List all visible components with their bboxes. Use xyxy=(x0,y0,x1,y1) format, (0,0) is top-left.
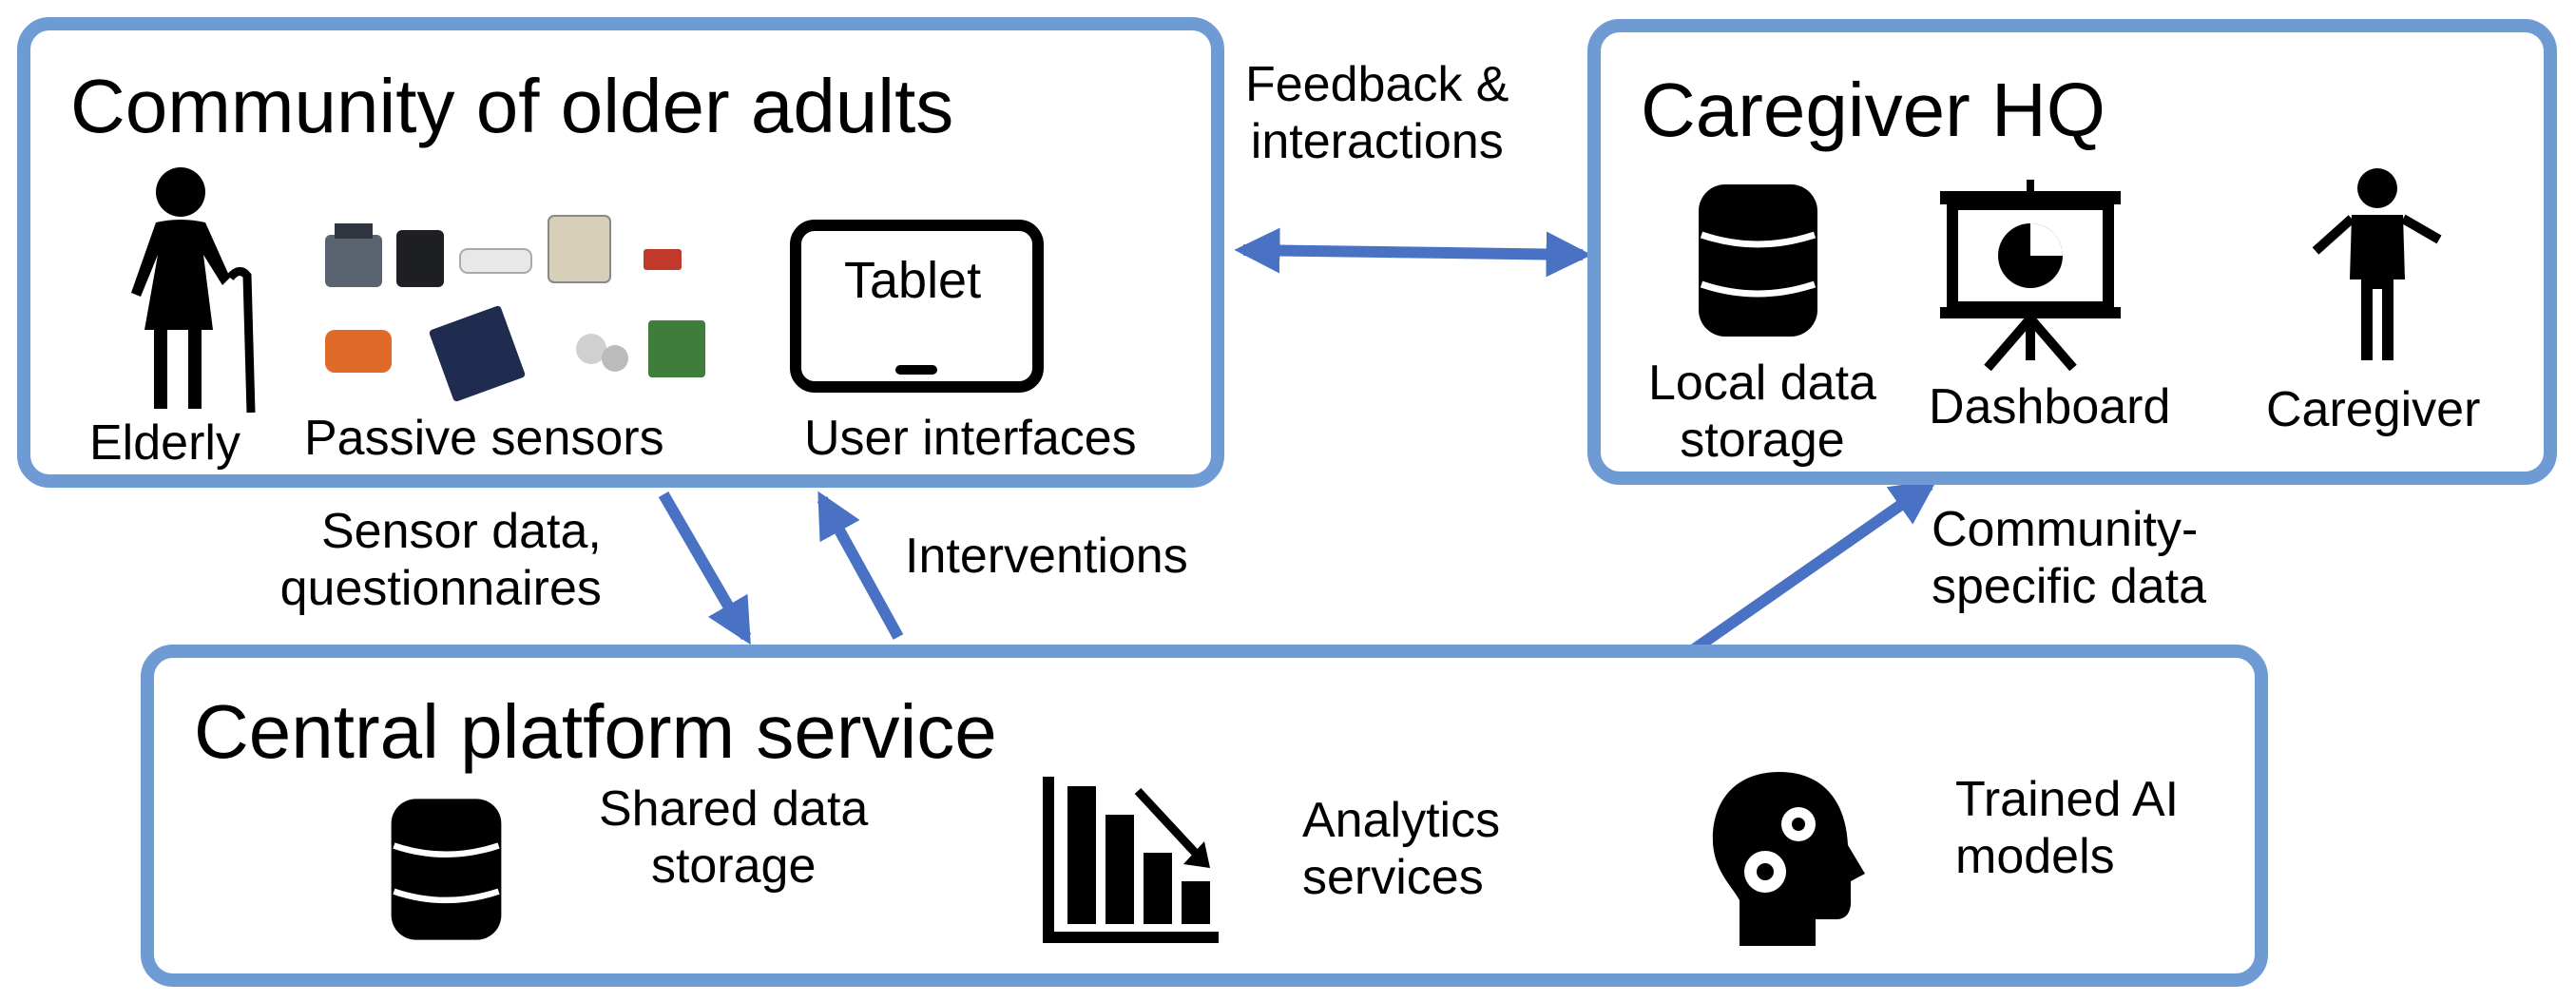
shared-storage-line1: Shared data xyxy=(599,781,869,837)
local-storage-line1: Local data xyxy=(1648,356,1876,411)
central-title: Central platform service xyxy=(194,689,997,774)
dashboard-presentation-icon xyxy=(1940,180,2121,372)
interventions-label: Interventions xyxy=(905,529,1188,584)
tablet-text: Tablet xyxy=(844,252,982,309)
community-line2: specific data xyxy=(1932,558,2207,614)
ai-models-label: Trained AI models xyxy=(1955,772,2179,886)
shared-storage-line2: storage xyxy=(650,838,817,894)
ai-line2: models xyxy=(1955,828,2115,884)
caregiver-hq-title: Caregiver HQ xyxy=(1641,67,2106,152)
caregiver-label: Caregiver xyxy=(2266,382,2481,437)
bar-chart-decline-icon xyxy=(1043,777,1219,943)
ui-label: User interfaces xyxy=(804,411,1137,466)
head-gears-icon xyxy=(1712,772,1865,946)
feedback-line1: Feedback & xyxy=(1245,57,1509,112)
sensor-data-arrow xyxy=(658,491,752,646)
sensor-devices-icon xyxy=(325,215,705,402)
community-line1: Community- xyxy=(1932,502,2199,557)
feedback-line2: interactions xyxy=(1250,113,1504,169)
community-data-label: Community- specific data xyxy=(1932,502,2206,616)
analytics-line2: services xyxy=(1302,849,1484,905)
caregiver-hq-box: Caregiver HQ Local data storage Dashboar… xyxy=(1587,19,2557,485)
feedback-arrow xyxy=(1234,227,1592,278)
database-icon xyxy=(1699,184,1817,337)
database-icon xyxy=(391,799,502,940)
community-title: Community of older adults xyxy=(70,64,954,148)
feedback-label: Feedback & interactions xyxy=(1245,57,1509,171)
caregiver-person-icon xyxy=(2312,168,2442,360)
elderly-label: Elderly xyxy=(89,415,240,471)
community-box: Community of older adults Elderly Passiv… xyxy=(17,17,1224,488)
dashboard-label: Dashboard xyxy=(1929,379,2171,434)
central-platform-box: Central platform service Shared data sto… xyxy=(141,645,2268,987)
interventions-arrow xyxy=(817,491,904,640)
sensor-data-label: Sensor data, questionnaires xyxy=(264,504,602,618)
community-data-arrow xyxy=(1683,479,1937,659)
local-storage-line2: storage xyxy=(1680,412,1845,468)
tablet-icon xyxy=(790,220,1044,393)
local-storage-label: Local data storage xyxy=(1648,356,1876,470)
analytics-line1: Analytics xyxy=(1302,793,1501,848)
elderly-person-icon xyxy=(131,167,256,414)
analytics-label: Analytics services xyxy=(1302,793,1500,907)
sensor-line1: Sensor data, xyxy=(321,504,602,559)
sensor-line2: questionnaires xyxy=(279,560,602,616)
ai-line1: Trained AI xyxy=(1955,772,2180,827)
sensors-label: Passive sensors xyxy=(304,411,664,466)
shared-storage-label: Shared data storage xyxy=(599,781,868,896)
